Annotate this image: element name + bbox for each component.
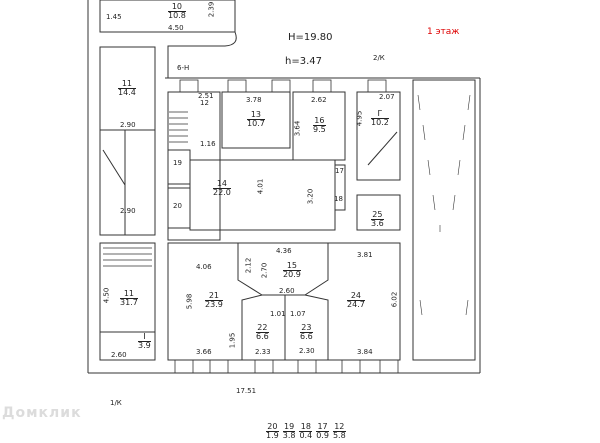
dim: 2.70: [260, 262, 269, 279]
dim: 3.20: [306, 188, 315, 205]
dim: 4.01: [256, 178, 265, 195]
dim: 1.95: [228, 332, 237, 349]
room-label-17: 17: [335, 167, 344, 175]
dim: 1.16: [200, 140, 216, 148]
dim: 2.62: [311, 96, 327, 104]
dim: 5.98: [185, 293, 194, 310]
dim: 2.30: [299, 347, 315, 355]
dim: 3.64: [293, 120, 302, 137]
dim: 2.60: [279, 287, 295, 295]
dim: 2.90: [120, 121, 136, 129]
watermark-logo: Домклик: [2, 405, 82, 421]
dim: 1.07: [290, 310, 306, 318]
dim: 4.36: [276, 247, 292, 255]
room-label-18: 18: [334, 195, 343, 203]
room-label-12: 12: [200, 99, 209, 107]
dim: 2.51: [198, 92, 214, 100]
dim: 2.60: [111, 351, 127, 359]
dim: 3.84: [357, 348, 373, 356]
dim: 1.45: [106, 13, 122, 21]
dim: 2.90: [120, 207, 136, 215]
total-width: 17.51: [236, 387, 257, 395]
floor-height: h=3.47: [285, 56, 322, 67]
room-10-outline: [99, 0, 236, 33]
room-label-19: 19: [173, 159, 182, 167]
total-height: H=19.80: [288, 32, 333, 43]
dim: 2.07: [379, 93, 395, 101]
room-label-20: 20: [173, 202, 182, 210]
entrance-left: 6-Н: [177, 64, 190, 72]
dim: 1.01: [270, 310, 286, 318]
dim: 2.33: [255, 348, 271, 356]
dim: 4.06: [196, 263, 212, 271]
dim: 4.50: [168, 24, 184, 32]
dim: 2.39: [207, 1, 216, 18]
dim: 3.66: [196, 348, 212, 356]
floor-label: 1 этаж: [427, 27, 460, 37]
entrance-bottom: 1/К: [110, 399, 122, 407]
dim: 2.12: [244, 257, 253, 274]
dim: 4.50: [102, 287, 111, 304]
dim: 4.95: [355, 110, 364, 127]
dim: 3.81: [357, 251, 373, 259]
dim: 3.78: [246, 96, 262, 104]
entrance-top: 2/К: [373, 54, 385, 62]
dim: 6.02: [390, 291, 399, 308]
